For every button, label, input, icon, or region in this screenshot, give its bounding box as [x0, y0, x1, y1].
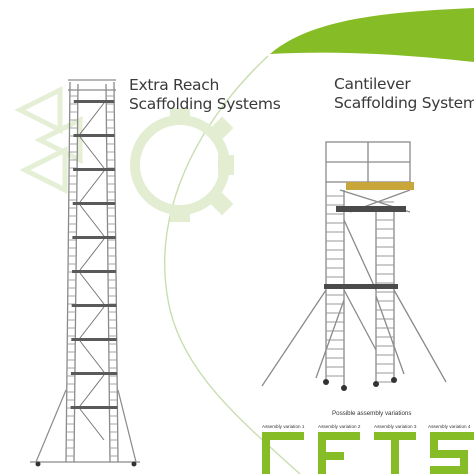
cantilever-heading-line-2: Scaffolding Systems	[334, 94, 474, 112]
variation-glyph-4	[430, 432, 474, 474]
cantilever-heading-line-1: Cantilever	[334, 75, 411, 93]
variation-glyph-2	[318, 432, 360, 474]
extra-reach-heading: Extra Reach Scaffolding Systems	[129, 76, 281, 114]
assembly-variation-label-3: Assembly variation 3	[374, 424, 417, 429]
extra-reach-heading-line-2: Scaffolding Systems	[129, 95, 281, 113]
assembly-variations-title: Possible assembly variations	[332, 410, 412, 417]
leaf-watermark	[14, 85, 83, 195]
variation-glyph-3	[374, 432, 416, 474]
variation-glyph-1	[262, 432, 304, 474]
cantilever-heading: Cantilever Scaffolding Systems	[334, 75, 474, 113]
assembly-variation-label-1: Assembly variation 1	[262, 424, 305, 429]
green-swoosh	[270, 8, 474, 62]
extra-reach-heading-line-1: Extra Reach	[129, 76, 219, 94]
curve-divider	[164, 55, 301, 474]
assembly-variation-label-2: Assembly variation 2	[318, 424, 361, 429]
assembly-variation-label-4: Assembly variation 4	[428, 424, 471, 429]
